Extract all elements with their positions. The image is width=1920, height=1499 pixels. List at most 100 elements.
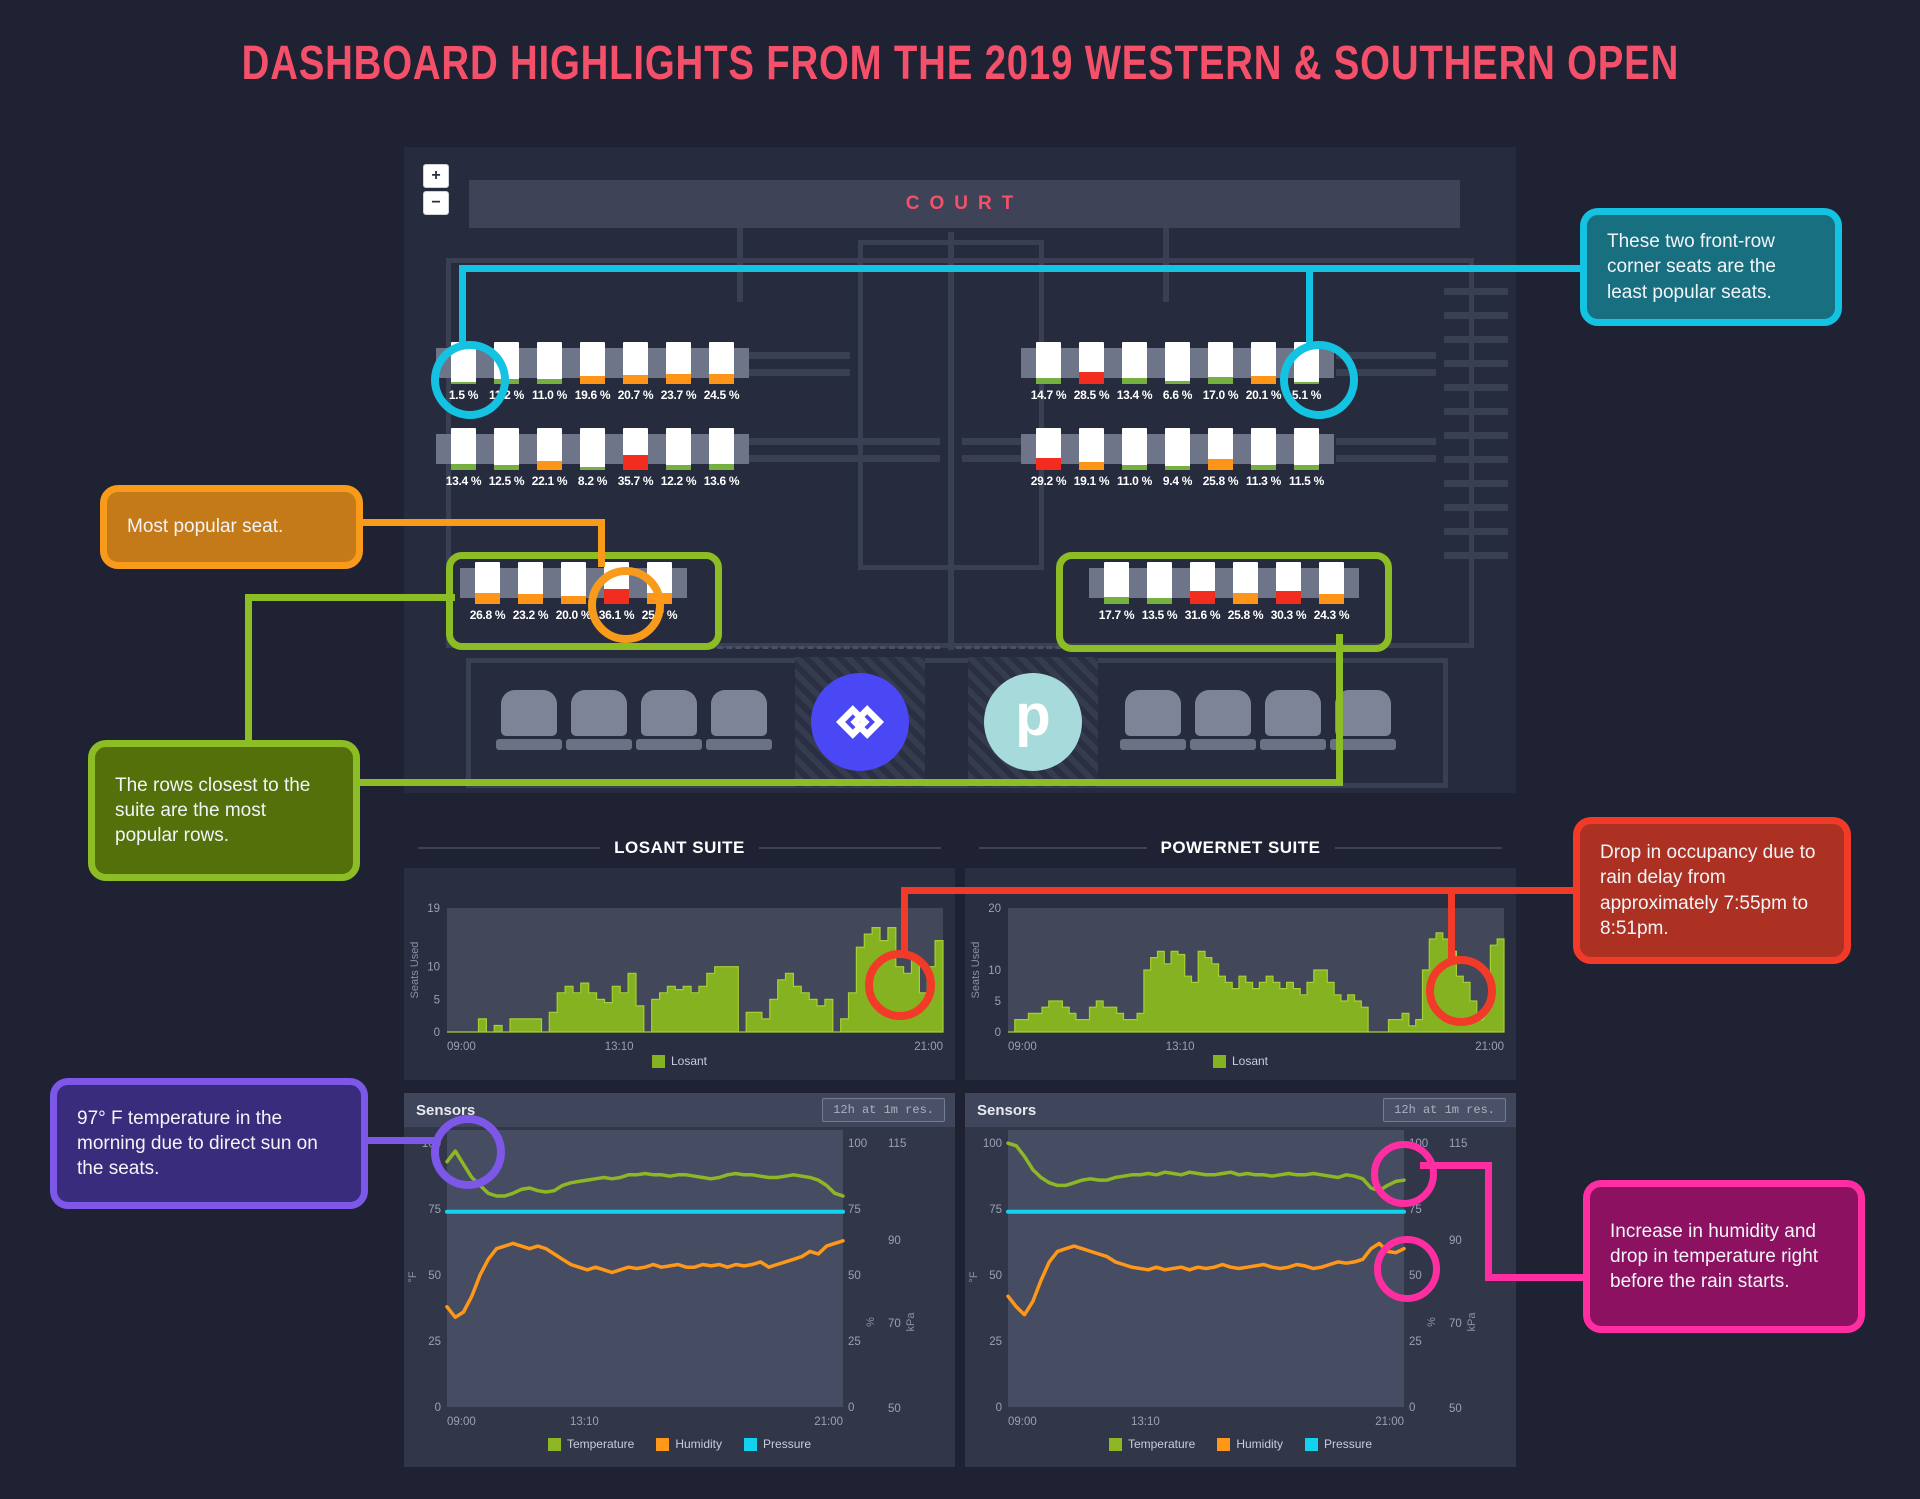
seat: 35.7 % bbox=[614, 428, 657, 490]
seat-occupancy-label: 23.2 % bbox=[512, 608, 549, 622]
pressure-legend-swatch bbox=[744, 1437, 758, 1451]
sensors-title: Sensors bbox=[977, 1101, 1037, 1119]
legend-label: Humidity bbox=[675, 1437, 723, 1451]
seat-fill-green bbox=[1251, 465, 1276, 470]
losant-suite-title: LOSANT SUITE bbox=[614, 838, 745, 857]
seat-occupancy-label: 23.7 % bbox=[660, 388, 697, 402]
seat: 12.5 % bbox=[485, 428, 528, 490]
callout-morning-temperature: 97° F temperature in the morning due to … bbox=[50, 1078, 368, 1209]
seat-fill-orange bbox=[1233, 593, 1258, 604]
seat: 29.2 % bbox=[1027, 428, 1070, 490]
suite-dashed-divider bbox=[600, 646, 940, 649]
seat: 19.6 % bbox=[571, 342, 614, 404]
seat: 30.3 % bbox=[1267, 562, 1310, 624]
losant-legend-swatch bbox=[651, 1054, 665, 1068]
seat-occupancy-indicator bbox=[1233, 562, 1258, 604]
axis-tick: 25 bbox=[1409, 1336, 1422, 1348]
axis-tick: 75 bbox=[848, 1204, 861, 1216]
red-connector-line bbox=[905, 887, 1575, 894]
axis-tick: 70 bbox=[888, 1318, 901, 1330]
seat: 20.1 % bbox=[1242, 342, 1285, 404]
axis-tick: 115 bbox=[888, 1138, 906, 1150]
teal-connector-line bbox=[462, 265, 1584, 272]
resolution-button[interactable]: 12h at 1m res. bbox=[822, 1098, 945, 1122]
axis-tick: 50 bbox=[428, 1270, 441, 1282]
seat: 20.7 % bbox=[614, 342, 657, 404]
seat-fill-green bbox=[1208, 376, 1233, 384]
walkway-line bbox=[962, 438, 1022, 445]
bleacher-line bbox=[1444, 480, 1508, 487]
callout-text: 97° F temperature in the morning due to … bbox=[77, 1107, 318, 1180]
resolution-button[interactable]: 12h at 1m res. bbox=[1383, 1098, 1506, 1122]
map-zoom-out-button[interactable]: − bbox=[423, 191, 449, 215]
teal-circle-highlight bbox=[431, 341, 509, 419]
axis-tick: 09:00 bbox=[447, 1041, 476, 1053]
seat-fill-green bbox=[1294, 465, 1319, 470]
callout-text: Most popular seat. bbox=[127, 516, 284, 538]
green-connector-line bbox=[245, 597, 252, 743]
seat-occupancy-indicator bbox=[1036, 342, 1061, 384]
y-axis-label: kPa bbox=[905, 1312, 917, 1332]
axis-tick: 75 bbox=[989, 1204, 1002, 1216]
seat-occupancy-label: 12.5 % bbox=[488, 474, 525, 488]
powernet-logo: p bbox=[984, 673, 1082, 771]
seat-occupancy-label: 11.5 % bbox=[1289, 474, 1324, 488]
powernet-suite-title: POWERNET SUITE bbox=[1160, 838, 1321, 857]
seat-group-row2-right: 29.2 %19.1 %11.0 %9.4 %25.8 %11.3 %11.5 … bbox=[1021, 428, 1334, 490]
seat-occupancy-indicator bbox=[518, 562, 543, 604]
map-zoom-controls: + − bbox=[423, 164, 449, 218]
seat-fill-orange bbox=[709, 373, 734, 384]
seat: 13.5 % bbox=[1138, 562, 1181, 624]
seat-occupancy-label: 17.0 % bbox=[1202, 388, 1239, 402]
seat: 25.8 % bbox=[1199, 428, 1242, 490]
sensors-title: Sensors bbox=[416, 1101, 476, 1119]
seat-occupancy-label: 30.3 % bbox=[1270, 608, 1307, 622]
seat: 25.8 % bbox=[1224, 562, 1267, 624]
seat-row-band bbox=[1089, 568, 1359, 598]
callout-humidity-increase: Increase in humidity and drop in tempera… bbox=[1583, 1180, 1865, 1333]
seat: 9.4 % bbox=[1156, 428, 1199, 490]
walkway-line bbox=[1336, 369, 1436, 376]
losant-infinity-mark bbox=[835, 705, 885, 739]
losant-legend-swatch bbox=[1212, 1054, 1226, 1068]
seat-occupancy-indicator bbox=[561, 562, 586, 604]
seat-fill-green bbox=[1036, 377, 1061, 384]
walkway-line bbox=[746, 438, 940, 445]
humidity-legend-swatch bbox=[656, 1437, 670, 1451]
seat: 24.3 % bbox=[1310, 562, 1353, 624]
seat-occupancy-label: 31.6 % bbox=[1184, 608, 1221, 622]
seat-occupancy-label: 20.7 % bbox=[617, 388, 654, 402]
y-axis-label: Seats Used bbox=[970, 942, 982, 999]
seat-group-row3-right: 17.7 %13.5 %31.6 %25.8 %30.3 %24.3 % bbox=[1089, 562, 1359, 624]
pink-connector-line bbox=[1485, 1274, 1587, 1281]
seat-fill-red bbox=[1276, 591, 1301, 604]
seat-occupancy-label: 8.2 % bbox=[577, 474, 608, 488]
seat-occupancy-label: 20.0 % bbox=[555, 608, 592, 622]
axis-tick: 25 bbox=[989, 1336, 1002, 1348]
axis-tick: 75 bbox=[428, 1204, 441, 1216]
legend-label: Pressure bbox=[763, 1437, 812, 1451]
teal-connector-line bbox=[459, 265, 466, 345]
axis-tick: 20 bbox=[988, 903, 1001, 915]
bleacher-line bbox=[1444, 456, 1508, 463]
map-zoom-in-button[interactable]: + bbox=[423, 164, 449, 188]
axis-tick: 21:00 bbox=[1375, 1416, 1404, 1428]
callout-popular-rows: The rows closest to the suite are the mo… bbox=[88, 740, 360, 881]
seat-fill-orange bbox=[1208, 459, 1233, 470]
seat: 11.3 % bbox=[1242, 428, 1285, 490]
seat: 13.4 % bbox=[1113, 342, 1156, 404]
page-title: DASHBOARD HIGHLIGHTS FROM THE 2019 WESTE… bbox=[241, 37, 1679, 90]
bleacher-line bbox=[1444, 384, 1508, 391]
seat: 23.2 % bbox=[509, 562, 552, 624]
orange-connector-line bbox=[363, 519, 605, 526]
seat-occupancy-indicator bbox=[451, 428, 476, 470]
humidity-line bbox=[445, 1239, 845, 1320]
seat-occupancy-indicator bbox=[580, 342, 605, 384]
